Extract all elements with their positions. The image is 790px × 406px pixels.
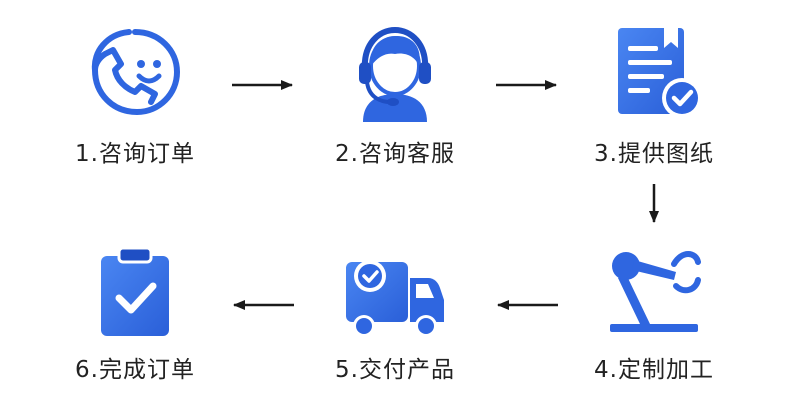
clipboard-check-icon bbox=[85, 244, 185, 340]
step-label: 5.交付产品 bbox=[335, 357, 455, 383]
delivery-truck-icon bbox=[342, 248, 448, 340]
arrow-down-icon bbox=[649, 184, 659, 223]
step-label: 4.定制加工 bbox=[594, 357, 714, 383]
step-label: 1.咨询订单 bbox=[75, 141, 195, 167]
step-4-custom-processing: 4.定制加工 bbox=[559, 244, 749, 394]
step-5-deliver-product: 5.交付产品 bbox=[300, 244, 490, 394]
step-label: 3.提供图纸 bbox=[594, 141, 714, 167]
step-label: 6.完成订单 bbox=[75, 357, 195, 383]
phone-smile-icon bbox=[85, 22, 185, 122]
arrow-right-icon bbox=[496, 80, 557, 90]
document-check-icon bbox=[604, 24, 704, 124]
arrow-left-icon bbox=[497, 300, 558, 310]
customer-service-headset-icon bbox=[345, 22, 445, 122]
step-6-complete-order: 6.完成订单 bbox=[40, 244, 230, 394]
step-1-consult-order: 1.咨询订单 bbox=[40, 22, 230, 172]
arrow-left-icon bbox=[233, 300, 294, 310]
step-2-consult-service: 2.咨询客服 bbox=[300, 22, 490, 172]
step-3-provide-drawings: 3.提供图纸 bbox=[559, 22, 749, 172]
step-label: 2.咨询客服 bbox=[335, 141, 455, 167]
robot-arm-icon bbox=[604, 244, 704, 336]
arrow-right-icon bbox=[232, 80, 293, 90]
